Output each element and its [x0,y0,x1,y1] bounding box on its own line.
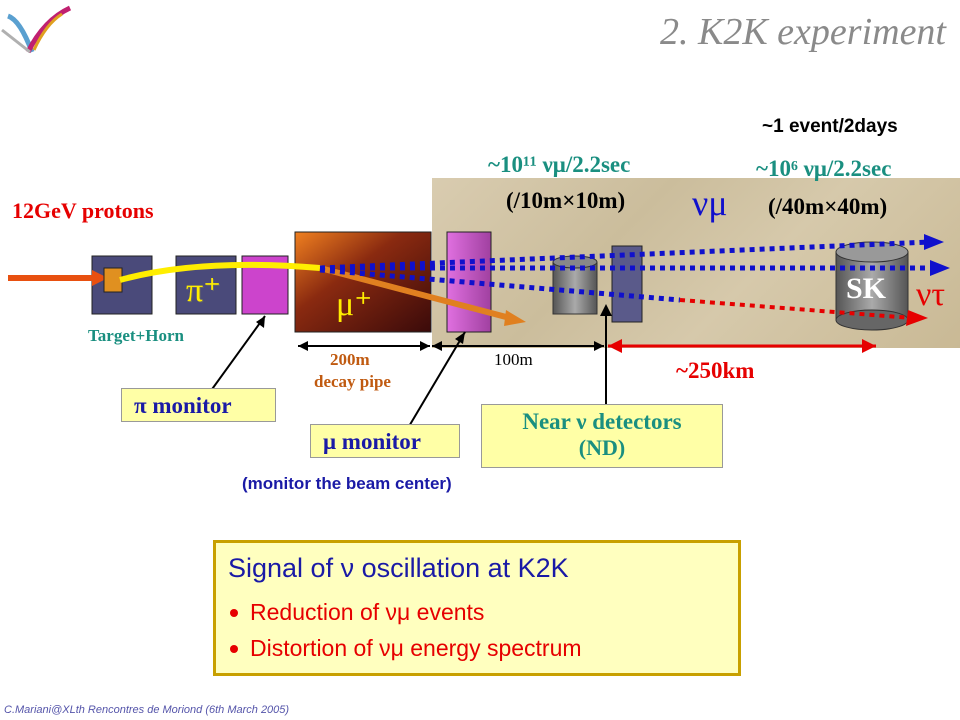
far-flux-line2: (/40m×40m) [768,194,888,219]
near-detectors-box: Near ν detectors (ND) [481,404,723,468]
distance-250km: ~250km [676,358,755,383]
near-detectors-line1: Near ν detectors [522,409,682,434]
decay-pipe-label: decay pipe [314,372,391,391]
signal-box: Signal of ν oscillation at K2K Reduction… [213,540,741,676]
muon-arrow [319,265,511,321]
signal-heading: Signal of ν oscillation at K2K [228,553,569,583]
signal-item-text: Reduction of νμ events [250,599,485,625]
bullet-icon [230,644,238,653]
nu-logo [1,5,72,54]
slide-title: 2. K2K experiment [659,11,946,53]
signal-item-1: Reduction of νμ events [230,599,484,626]
distance-100m: 100m [494,350,533,369]
target-horn-label: Target+Horn [88,326,184,345]
event-rate: ~1 event/2days [762,116,898,137]
protons-label: 12GeV protons [12,198,154,223]
mu-monitor-label: μ monitor [310,424,460,458]
pi-monitor-label: π monitor [121,388,276,422]
nu-tau-beam [679,298,913,320]
pi-plus-label: π⁺ [186,272,222,309]
far-flux-line1: ~10⁶ νμ/2.2sec [756,156,892,181]
bullet-icon [230,608,238,617]
near-flux-line1: ~10¹¹ νμ/2.2sec [488,152,631,177]
sk-label: SK [846,272,887,305]
nd-block [611,245,643,323]
signal-item-text: Distortion of νμ energy spectrum [250,635,582,661]
nu-mu-label: νμ [692,183,728,223]
footer-credit: C.Mariani@XLth Rencontres de Moriond (6t… [4,704,290,716]
decay-pipe-length: 200m [330,350,370,369]
nu-tau-label: ντ [916,276,946,313]
nu-beam-lower [319,267,681,303]
sk-cylinder [835,251,909,321]
monitor-note: (monitor the beam center) [242,474,452,493]
signal-item-2: Distortion of νμ energy spectrum [230,635,582,662]
pion-path [119,261,321,283]
near-flux-line2: (/10m×10m) [506,188,626,213]
mu-plus-label: μ⁺ [336,286,373,323]
near-detectors-line2: (ND) [578,435,626,460]
nu-beam-upper [319,239,931,271]
